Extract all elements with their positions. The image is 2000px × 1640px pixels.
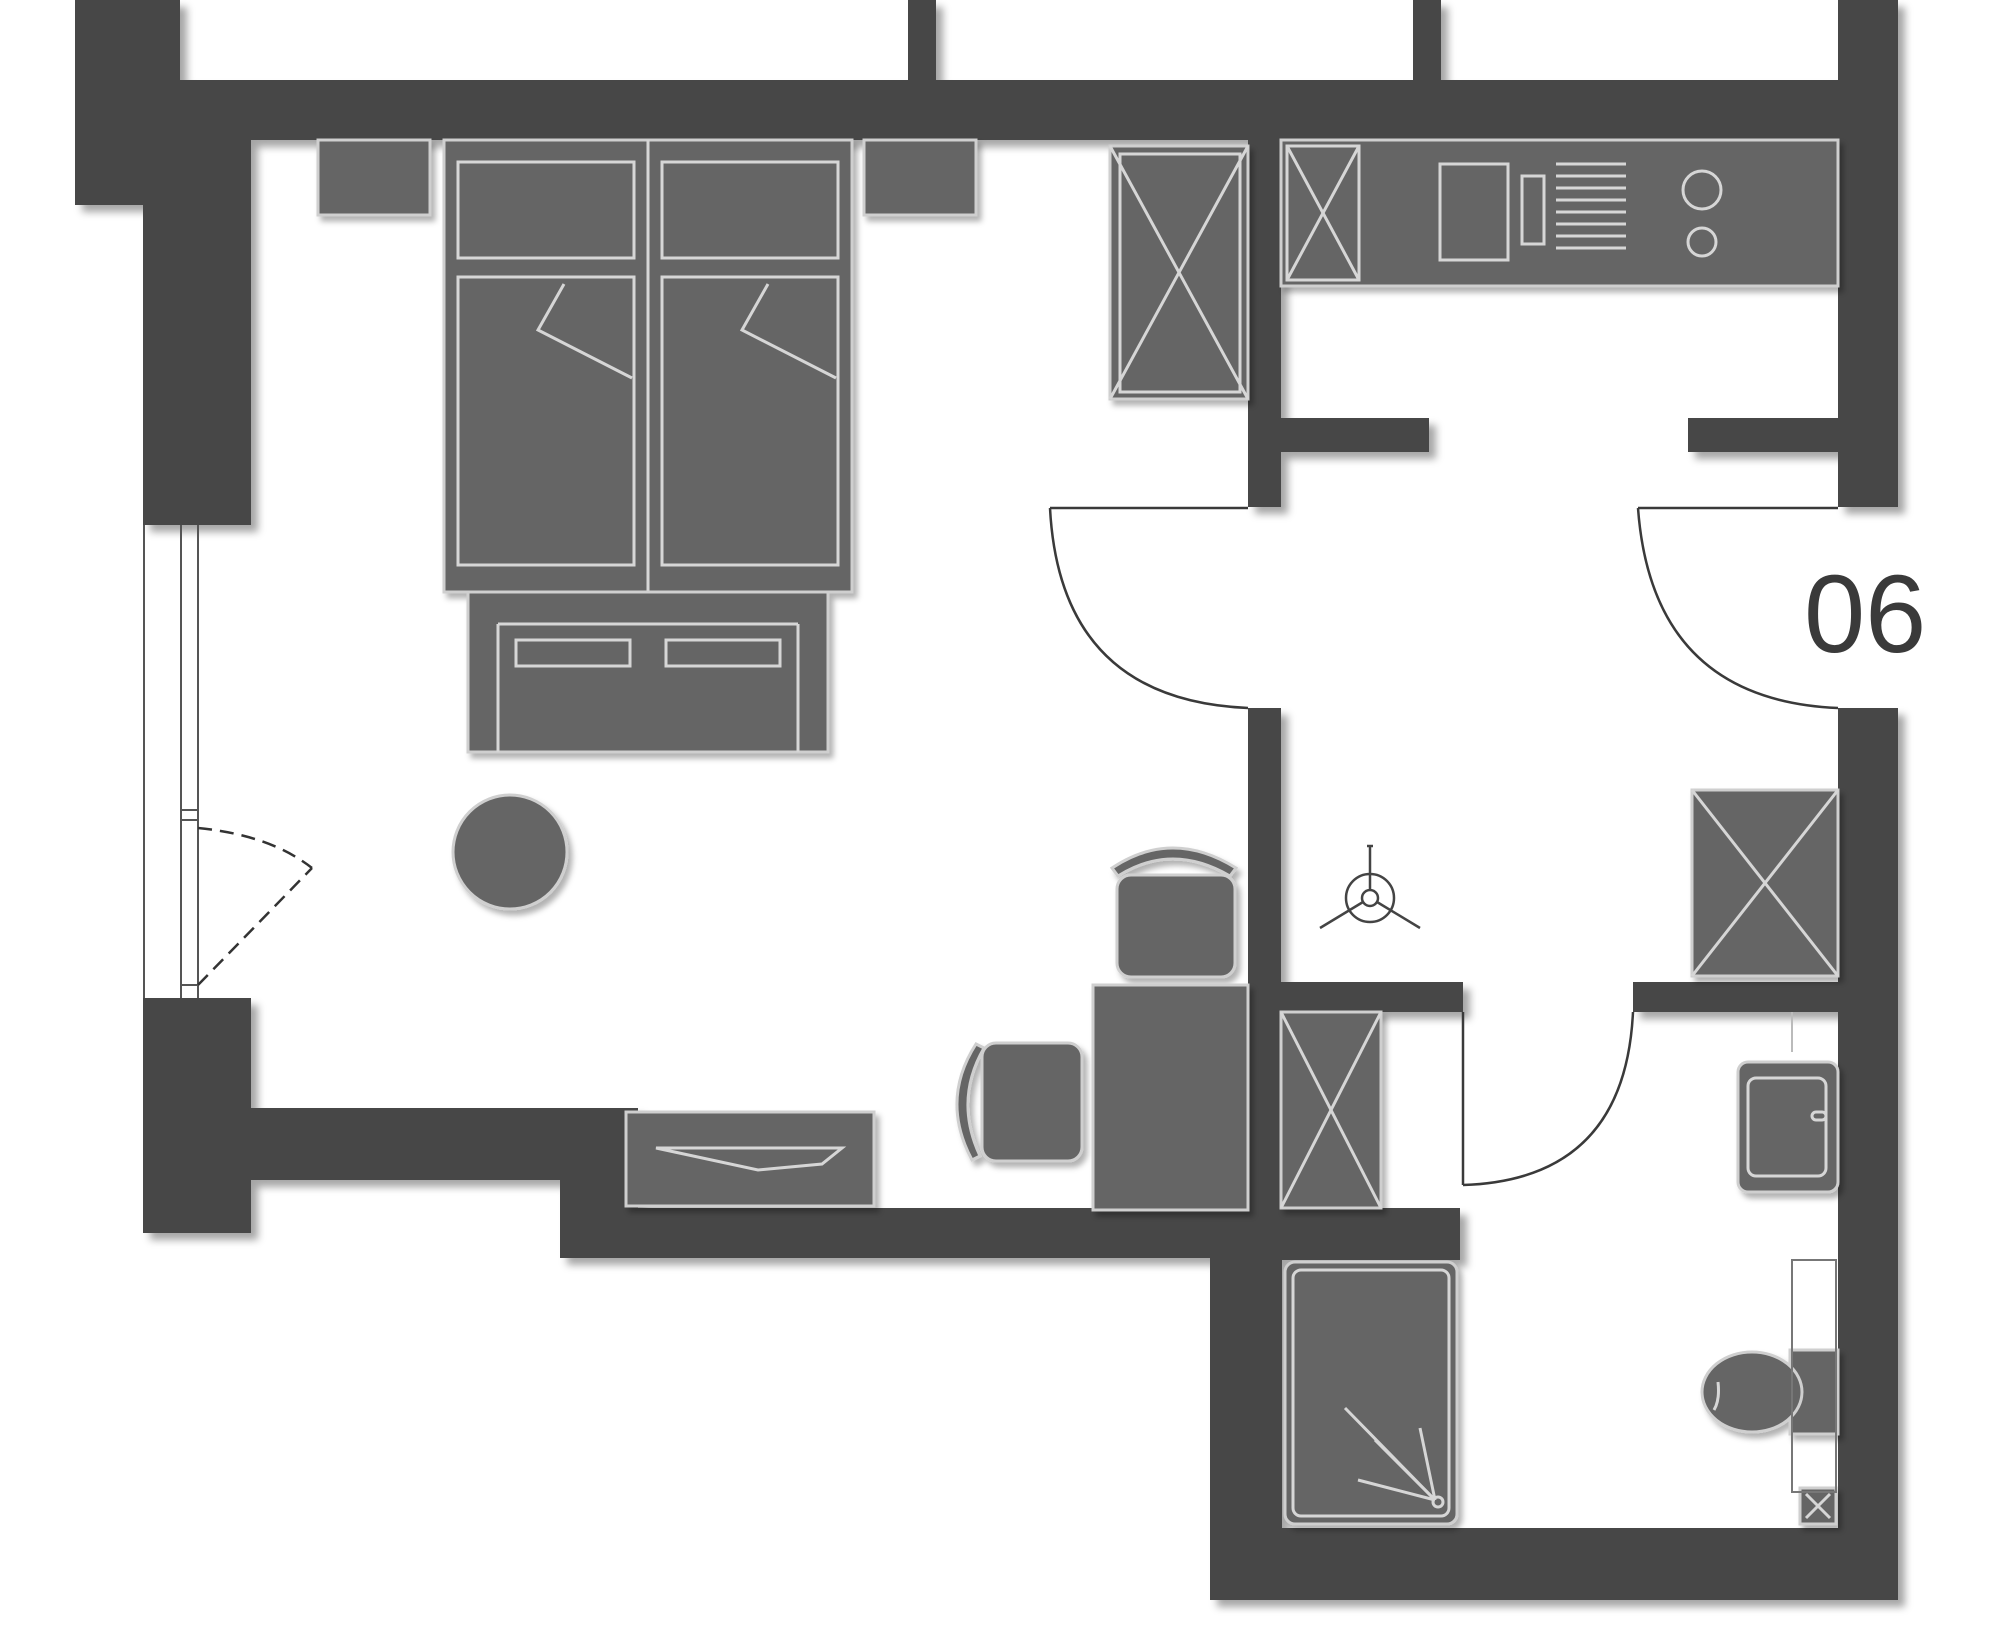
door-swing-icon (1048, 506, 1839, 1187)
furniture (316, 138, 1840, 1526)
wall-right-lower (1838, 708, 1898, 1600)
sink-icon (1438, 162, 1510, 262)
wall-top-neighbour-stub-2 (1413, 0, 1441, 90)
chair-icon (1109, 846, 1239, 979)
wall-hall-divider-right (1633, 982, 1838, 1012)
wall-kitchen-return-left (1281, 418, 1429, 452)
wall-top-neighbour-stub-right (1838, 0, 1898, 90)
ventilation-fan-icon (1319, 844, 1421, 930)
wall-bottom-left (143, 1108, 638, 1180)
nightstand-right (862, 138, 978, 217)
bathroom-wall-lining (1791, 1012, 1837, 1493)
wall-top-neighbour-stub-1 (908, 0, 936, 90)
washbasin-icon (1736, 1060, 1840, 1194)
toilet-icon (1700, 1348, 1840, 1436)
bench-icon (466, 590, 830, 754)
wardrobe-icon (1108, 144, 1250, 401)
shower-tray-icon (1283, 1260, 1459, 1526)
utility-cabinet-icon (1279, 1010, 1383, 1210)
service-shaft-icon (1798, 1486, 1838, 1526)
desk-icon (1091, 983, 1250, 1212)
wall-middle-upper (1248, 135, 1281, 507)
wall-left-upper (143, 135, 251, 525)
double-bed-icon (442, 138, 854, 594)
walls (75, 0, 1898, 1600)
nightstand-left (316, 138, 432, 217)
chair-icon (955, 1041, 1084, 1163)
stove-icon (1556, 162, 1723, 258)
wall-hall-divider-left (1281, 982, 1463, 1012)
round-table-icon (451, 793, 569, 911)
wall-kitchen-return-right (1688, 418, 1838, 452)
window-icon (143, 525, 313, 998)
room-number-label: 06 (1804, 553, 1926, 676)
wall-bathroom-bottom (1210, 1528, 1898, 1600)
wall-top-exterior (75, 80, 1898, 140)
wall-right-upper (1838, 80, 1898, 507)
pillow-icon (660, 160, 840, 260)
sideboard-icon (624, 1110, 876, 1208)
wall-middle-lower (1248, 708, 1281, 1208)
pillow-icon (456, 160, 636, 260)
kitchenette-icon (1279, 138, 1840, 288)
hall-cabinet-icon (1690, 788, 1840, 978)
